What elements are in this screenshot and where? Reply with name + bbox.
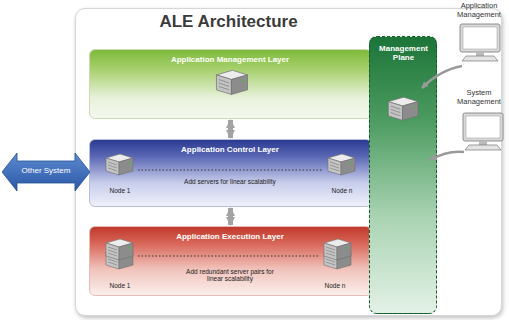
layer-title: Application Management Layer [90, 55, 370, 64]
leader-arrow [430, 152, 464, 160]
dotted-line [138, 170, 322, 171]
server-icon [328, 154, 355, 175]
role-label: System Management [450, 89, 508, 106]
plane-title: Management Plane [372, 44, 435, 62]
dotted-line [138, 256, 318, 257]
computer-icon [463, 113, 503, 150]
layer-title: Application Execution Layer [90, 232, 370, 241]
leader-arrow [422, 66, 462, 88]
layer-title: Application Control Layer [90, 145, 370, 154]
node-label: Node n [310, 282, 360, 289]
layer-band: Application Execution LayerNode 1 Add red… [89, 226, 372, 296]
system-name: Other System [16, 166, 76, 175]
role-label: Application Management [450, 2, 508, 19]
computer-icon [460, 24, 500, 61]
link-label: Add servers for linear scalability [160, 178, 300, 185]
server-icon [106, 154, 133, 175]
architecture-panel: ALE ArchitectureApplication Management L… [75, 8, 502, 316]
diagram-title: ALE Architecture [86, 12, 371, 32]
link-label: Add redundant server pairs for linear sc… [183, 268, 277, 283]
layer-connector [228, 120, 233, 138]
server-icon [324, 248, 351, 269]
layer-band: Application Control LayerNode 1 Add serve… [89, 139, 372, 207]
server-icon [106, 239, 133, 260]
other-system-arrow: Other System [2, 152, 90, 192]
layer-connector [228, 208, 233, 225]
management-plane: Management Plane [369, 36, 437, 314]
server-icon [216, 70, 247, 94]
arrow-outline [2, 153, 90, 191]
layer-band: Application Management Layer [89, 49, 372, 119]
server-icon [388, 97, 418, 120]
node-label: Node n [317, 187, 367, 194]
server-icon [324, 239, 351, 260]
node-label: Node 1 [95, 282, 145, 289]
node-label: Node 1 [95, 187, 145, 194]
server-icon [106, 248, 133, 269]
